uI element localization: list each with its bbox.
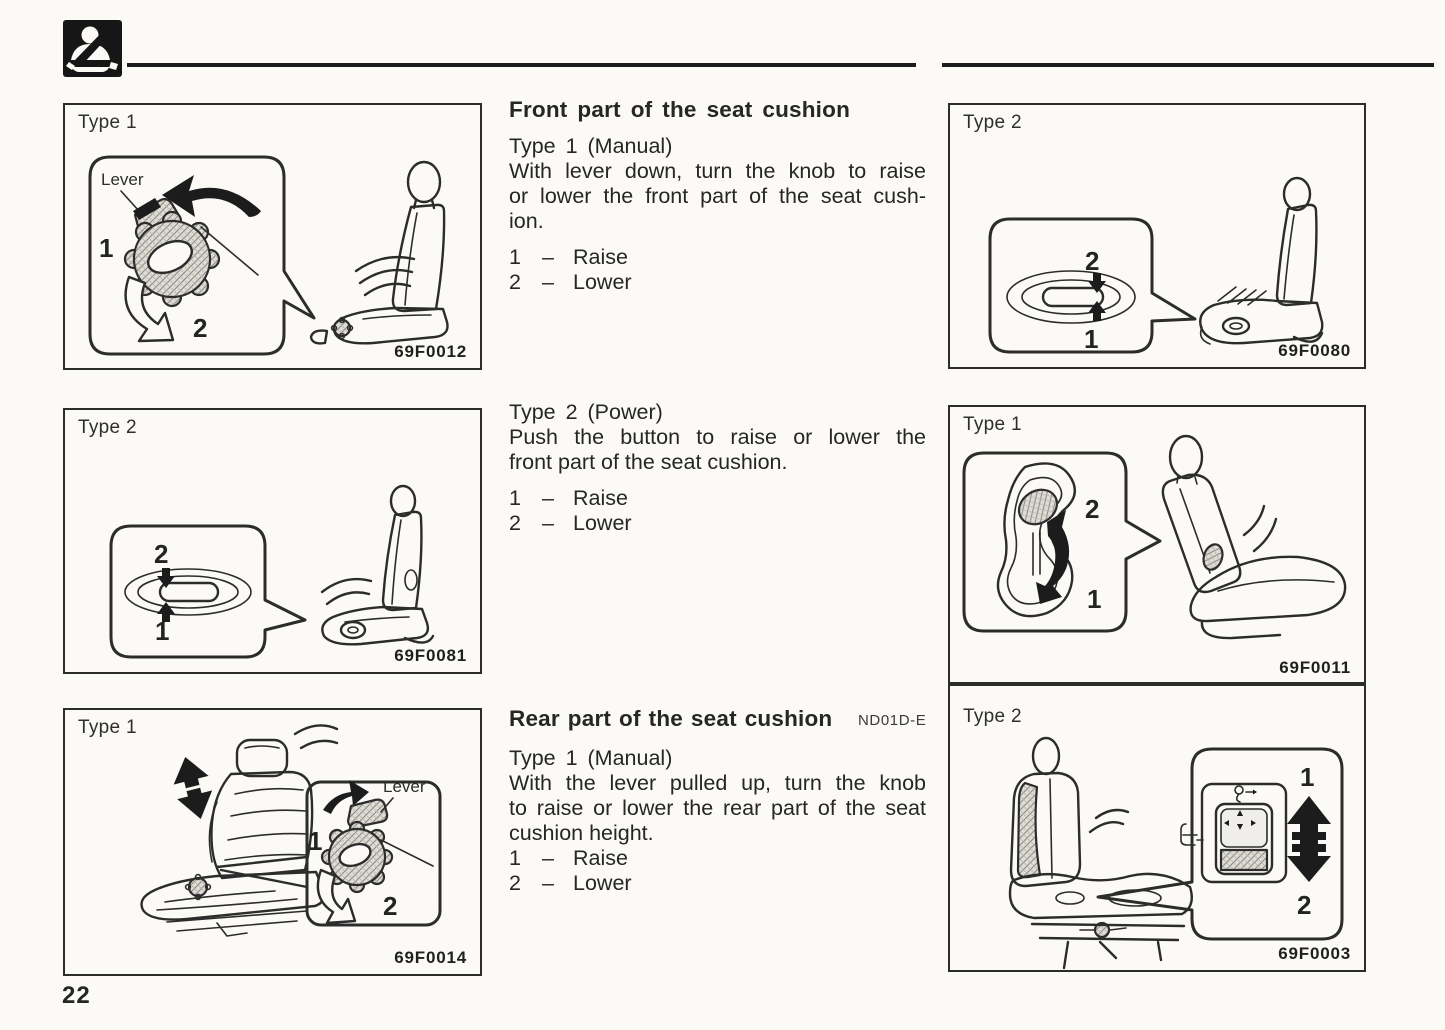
figure-label-2: 2	[1085, 494, 1099, 524]
header-rule-left	[127, 63, 916, 67]
section-heading-front: Front part of the seat cushion	[509, 97, 851, 122]
figure-front-power-alt: 2 1 Type 2 69F0080	[948, 103, 1366, 369]
figure-code: 69F0012	[394, 342, 467, 361]
figure-label-2: 2	[154, 539, 168, 569]
section-heading-rear: Rear part of the seat cushion	[509, 706, 833, 731]
subheading-type1-manual: Type 1 (Manual)	[509, 134, 673, 158]
legend-item: 1–Raise	[509, 245, 628, 269]
figure-label-lever: Lever	[101, 170, 144, 189]
body-line: With the lever pulled up, turn the knob	[509, 771, 926, 795]
figure-type-label: Type 1	[963, 414, 1022, 435]
figure-code: 69F0014	[394, 948, 467, 967]
figure-label-lever: Lever	[383, 777, 426, 796]
body-line: With lever down, turn the knob to raise	[509, 159, 926, 183]
figure-label-2: 2	[1085, 246, 1099, 276]
body-line: or lower the front part of the seat cush…	[509, 184, 926, 208]
figure-front-power: 2 1 Type 2 69F0081	[63, 408, 482, 674]
subheading-type2-power: Type 2 (Power)	[509, 400, 663, 424]
legend-item: 2–Lower	[509, 871, 632, 895]
seatbelt-icon	[63, 20, 122, 77]
figure-label-1: 1	[1087, 584, 1101, 614]
header-rule-right	[942, 63, 1434, 67]
figure-type-label: Type 2	[78, 417, 137, 438]
figure-seat-power: 1 2 Type 2 69F0003	[948, 682, 1366, 972]
figure-illustration-seatback-manual: 2 1	[962, 434, 1347, 640]
figure-label-1: 1	[308, 826, 322, 856]
legend-item: 2–Lower	[509, 511, 632, 535]
figure-label-1: 1	[99, 233, 113, 263]
figure-label-2: 2	[383, 891, 397, 921]
body-line: ion.	[509, 209, 544, 233]
figure-illustration-front-power: 2 1	[109, 484, 435, 659]
figure-code: 69F0003	[1278, 944, 1351, 963]
figure-type-label: Type 2	[963, 112, 1022, 133]
figure-front-manual: Lever 1 2 Type 1 69F0012	[63, 103, 482, 370]
legend-item: 2–Lower	[509, 270, 632, 294]
figure-type-label: Type 2	[963, 706, 1022, 727]
figure-code: 69F0080	[1278, 341, 1351, 360]
page-number: 22	[62, 982, 91, 1009]
figure-type-label: Type 1	[78, 717, 137, 738]
legend-item: 1–Raise	[509, 846, 628, 870]
figure-label-2: 2	[193, 313, 207, 343]
legend-item: 1–Raise	[509, 486, 628, 510]
body-line: Push the button to raise or lower the	[509, 425, 926, 449]
figure-label-2: 2	[1297, 890, 1311, 920]
figure-illustration-seat-power: 1 2	[1008, 736, 1344, 970]
figure-illustration-front-power-alt: 2 1	[988, 176, 1324, 354]
body-line: front part of the seat cushion.	[509, 450, 788, 474]
body-line: to raise or lower the rear part of the s…	[509, 796, 926, 820]
figure-illustration-rear-manual: Lever 1 2	[140, 724, 442, 937]
figure-label-1: 1	[1300, 762, 1314, 792]
figure-code: 69F0081	[394, 646, 467, 665]
section-code: ND01D-E	[858, 712, 927, 729]
figure-type-label: Type 1	[78, 112, 137, 133]
body-line: cushion height.	[509, 821, 654, 845]
knob	[320, 820, 394, 894]
figure-code: 69F0011	[1279, 658, 1351, 677]
figure-label-1: 1	[155, 616, 169, 646]
figure-illustration-front-manual: Lever 1 2	[88, 155, 449, 356]
figure-label-1: 1	[1084, 324, 1098, 354]
figure-rear-manual: Lever 1 2 Type 1 69F0014	[63, 708, 482, 976]
subheading-type1-manual-rear: Type 1 (Manual)	[509, 746, 673, 770]
figure-seatback-manual: 2 1 Type 1 69F0011	[948, 405, 1366, 686]
